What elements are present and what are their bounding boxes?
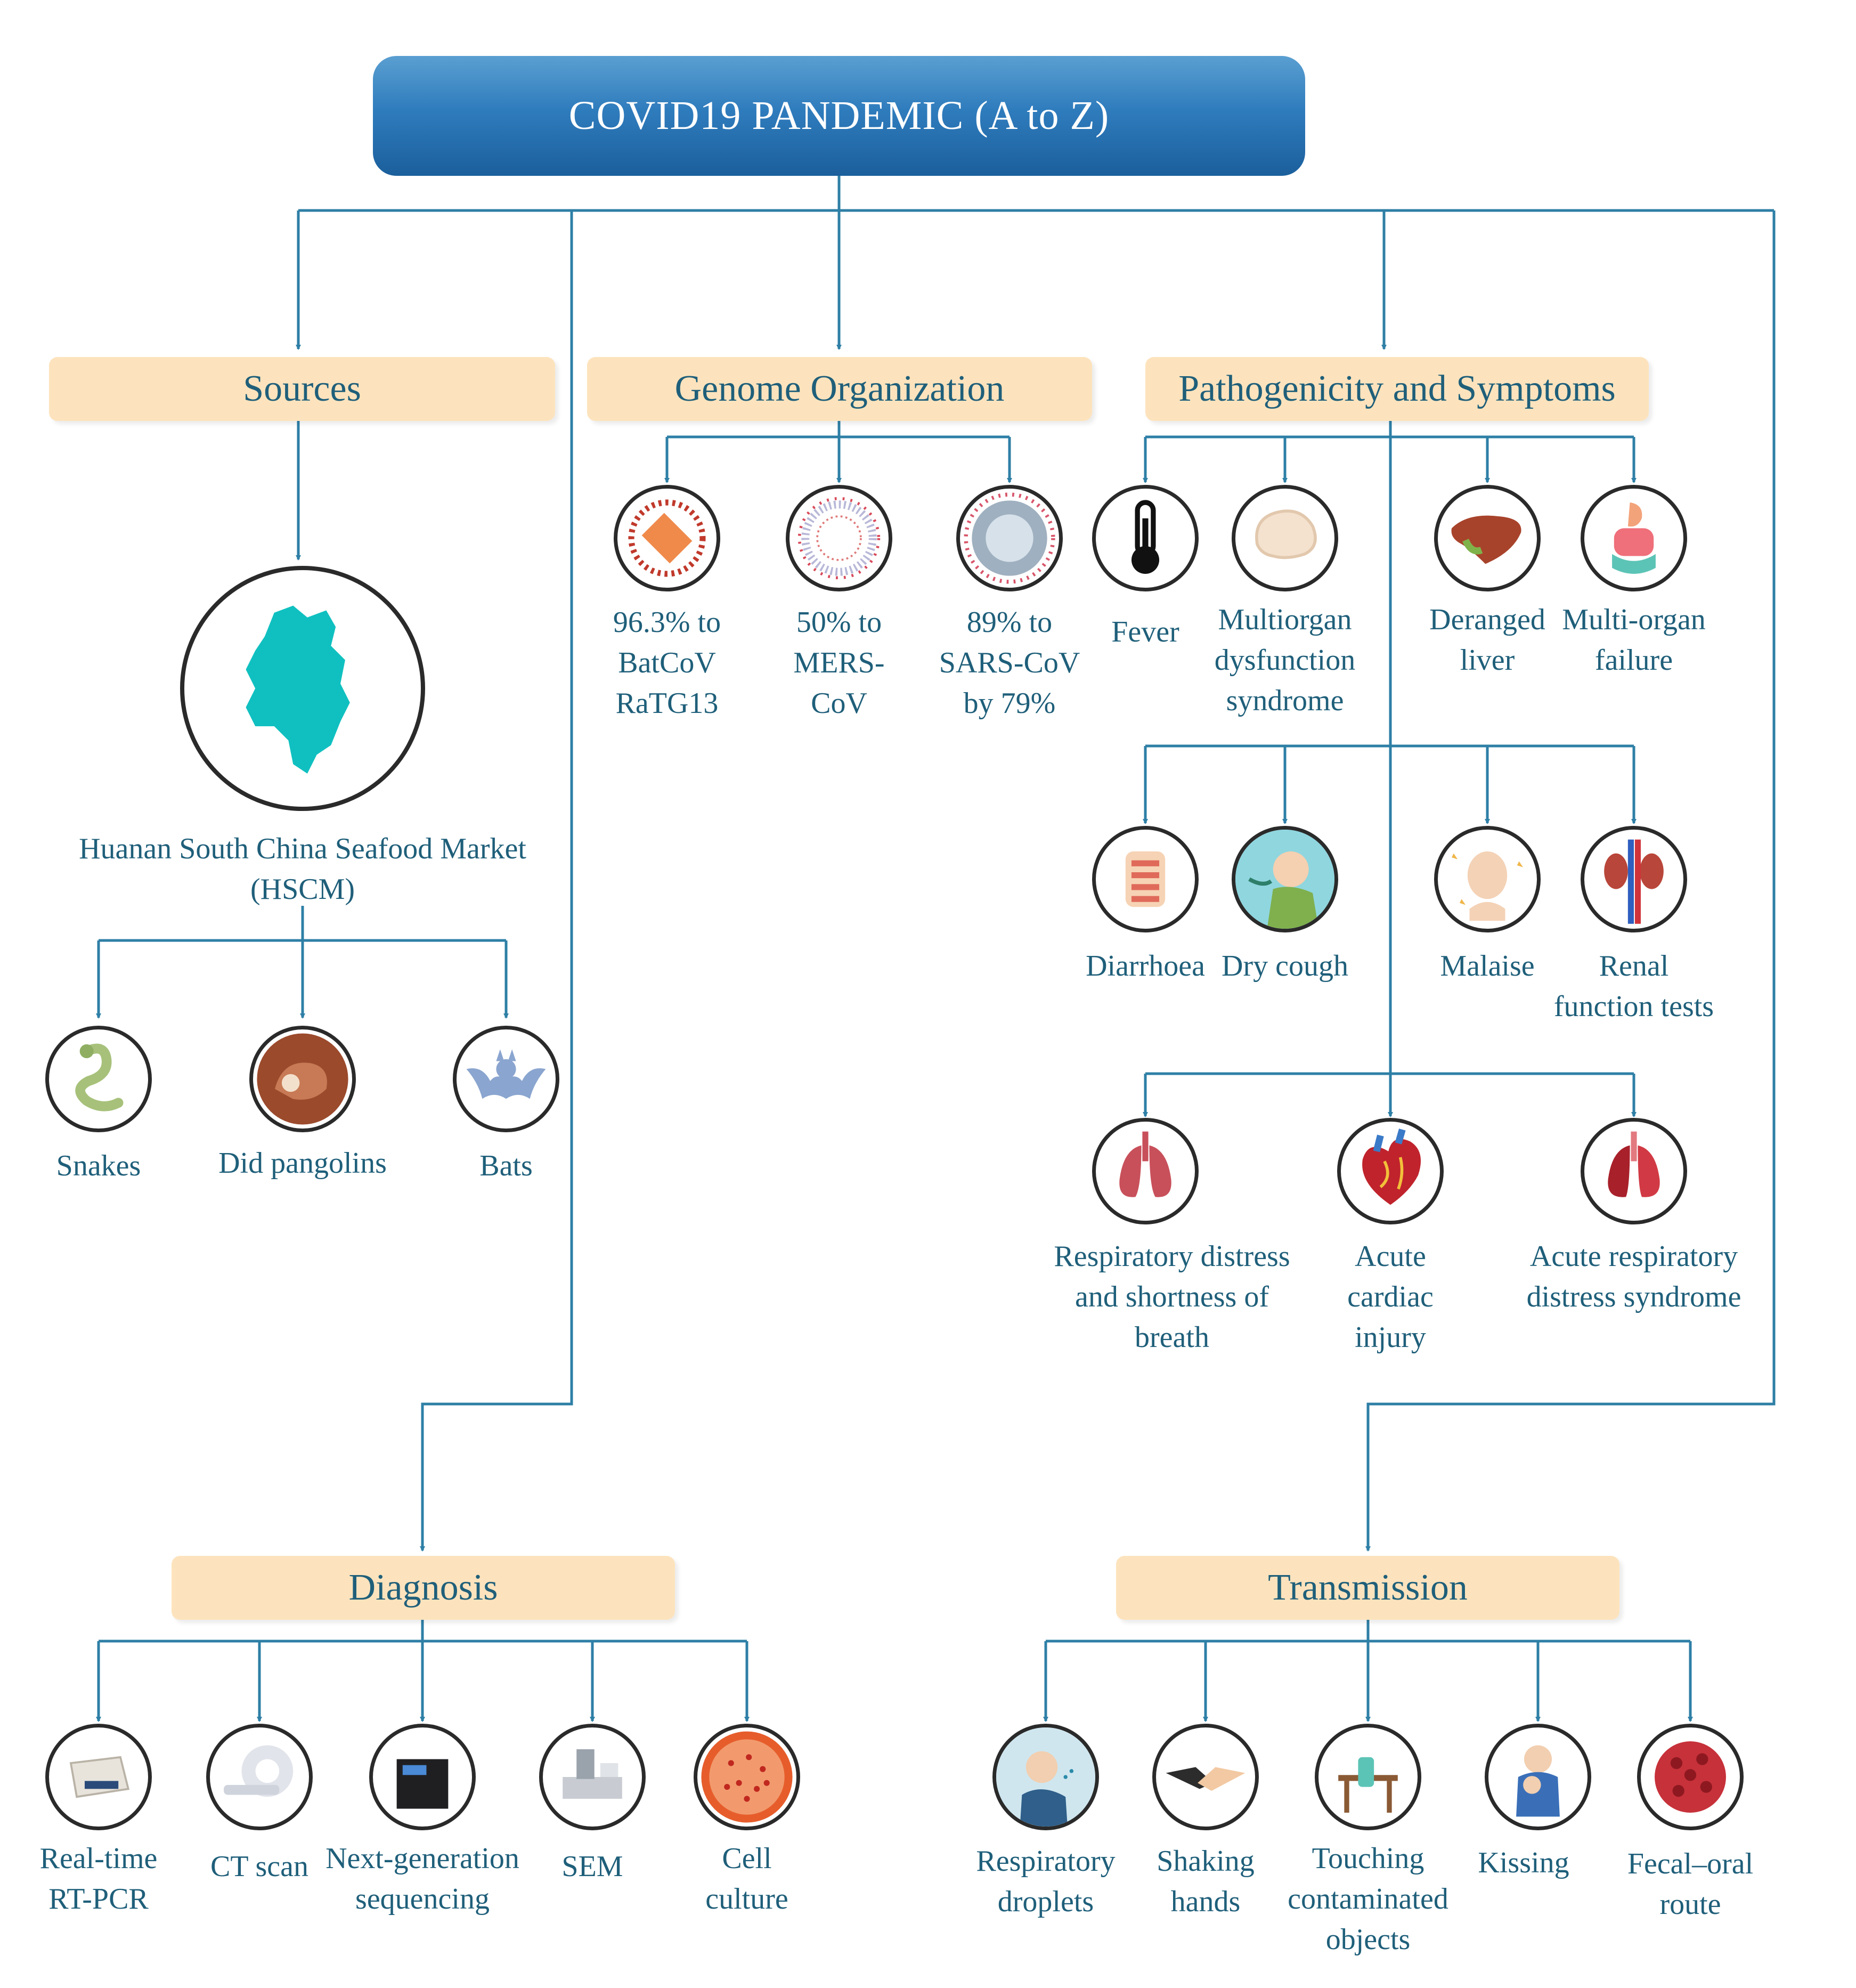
label-sem: SEM — [561, 1850, 623, 1883]
label-shaking-hands: Shaking hands — [1157, 1845, 1255, 1918]
label-multiorgan-failure: Multi-organ failure — [1562, 603, 1706, 677]
label-fever: Fever — [1111, 615, 1179, 648]
label-respiratory-droplets: Respiratory droplets — [976, 1845, 1116, 1918]
section-pathogenicity-symptoms: Pathogenicity and Symptoms — [1145, 357, 1649, 421]
virus-red-icon — [1637, 1724, 1744, 1830]
label-rt-pcr: Real-time RT-PCR — [39, 1842, 158, 1916]
label-acute-cardiac-injury: Acute cardiac injury — [1347, 1240, 1434, 1354]
virus-orange-icon — [614, 485, 720, 591]
malaise-face-icon — [1434, 826, 1541, 932]
lungs-red-icon — [1581, 1118, 1687, 1224]
bat-icon — [453, 1026, 559, 1132]
label-kissing: Kissing — [1478, 1846, 1569, 1879]
label-ngs: Next-generation sequencing — [325, 1842, 519, 1916]
label-respiratory-distress: Respiratory distress and shortness of br… — [1054, 1240, 1290, 1354]
liver-icon — [1434, 485, 1541, 591]
label-genome-batcov: 96.3% to BatCoV RaTG13 — [613, 606, 721, 720]
ct-scanner-icon — [206, 1724, 313, 1830]
label-snakes: Snakes — [56, 1149, 141, 1182]
virus-ring-icon — [786, 485, 892, 591]
label-diarrhoea: Diarrhoea — [1086, 950, 1205, 983]
label-genome-sars: 89% to SARS-CoV by 79% — [939, 606, 1080, 720]
kiss-icon — [1485, 1724, 1591, 1830]
label-genome-mers: 50% to MERS- CoV — [793, 606, 885, 720]
map-icon — [180, 566, 425, 811]
label-hscm: Huanan South China Seafood Market (HSCM) — [79, 832, 526, 906]
label-multiorgan-dysfunction: Multiorgan dysfunction syndrome — [1214, 603, 1356, 717]
snake-icon — [45, 1026, 152, 1132]
label-touching-objects: Touching contaminated objects — [1288, 1842, 1448, 1956]
label-deranged-liver: Deranged liver — [1429, 603, 1545, 677]
sequencer-icon — [369, 1724, 476, 1830]
intestine-icon — [1092, 826, 1199, 932]
thermometer-icon — [1092, 485, 1199, 591]
section-transmission: Transmission — [1116, 1556, 1619, 1620]
section-sources: Sources — [49, 357, 555, 421]
organs-icon — [1581, 485, 1687, 591]
label-fecal-oral: Fecal–oral route — [1627, 1847, 1754, 1921]
pcr-machine-icon — [45, 1724, 152, 1830]
label-malaise: Malaise — [1440, 950, 1535, 983]
virus-gray-icon — [956, 485, 1063, 591]
label-renal-function: Renal function tests — [1553, 950, 1714, 1023]
lungs-icon — [1092, 1118, 1199, 1224]
kidney-icon — [1581, 826, 1687, 932]
label-ct-scan: CT scan — [210, 1850, 309, 1883]
diagram-title: COVID19 PANDEMIC (A to Z) — [373, 56, 1305, 176]
brain-icon — [1232, 485, 1338, 591]
table-icon — [1315, 1724, 1421, 1830]
cell-culture-icon — [694, 1724, 800, 1830]
label-bats: Bats — [479, 1149, 533, 1182]
heart-icon — [1337, 1118, 1444, 1224]
section-genome-organization: Genome Organization — [587, 357, 1092, 421]
label-pangolins: Did pangolins — [218, 1147, 387, 1180]
sneeze-icon — [992, 1724, 1099, 1830]
label-dry-cough: Dry cough — [1222, 950, 1348, 983]
label-cell-culture: Cell culture — [705, 1842, 788, 1916]
pangolin-icon — [249, 1026, 356, 1132]
handshake-icon — [1152, 1724, 1259, 1830]
label-ards: Acute respiratory distress syndrome — [1526, 1240, 1741, 1313]
cough-icon — [1232, 826, 1338, 932]
section-diagnosis: Diagnosis — [172, 1556, 675, 1620]
sem-icon — [539, 1724, 646, 1830]
